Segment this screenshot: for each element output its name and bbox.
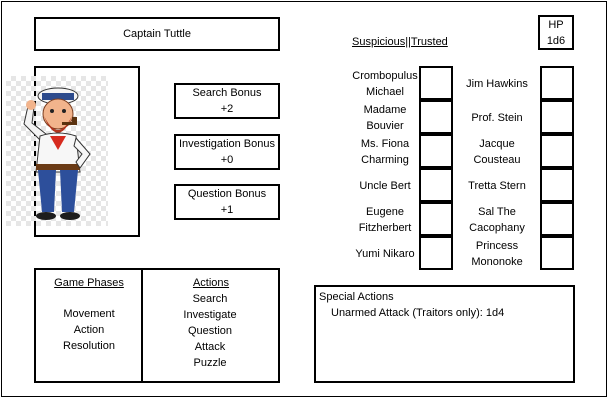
character-name: Captain Tuttle	[123, 28, 191, 40]
action-item: Attack	[194, 341, 226, 353]
question-bonus-value: +1	[220, 204, 234, 216]
trait-checkbox-uncle-bert[interactable]	[419, 168, 453, 202]
investigation-bonus-label: Investigation Bonus	[178, 138, 275, 150]
action-item: Search	[192, 293, 228, 305]
search-bonus-label: Search Bonus	[192, 87, 262, 99]
investigation-bonus-box: Investigation Bonus +0	[174, 134, 280, 170]
game-phases-title: Game Phases	[54, 277, 124, 289]
hp-label: HP	[548, 18, 564, 31]
trait-checkbox-prof-stein[interactable]	[540, 100, 574, 134]
special-actions-title: Special Actions	[319, 291, 394, 303]
phases-actions-box: Game Phases Actions Movement Action Reso…	[34, 268, 280, 383]
trait-checkbox-sal-the-cacophany[interactable]	[540, 202, 574, 236]
trait-checkbox-princess-mononoke[interactable]	[540, 236, 574, 270]
special-actions-box: Special Actions Unarmed Attack (Traitors…	[314, 285, 575, 383]
question-bonus-box: Question Bonus +1	[174, 184, 280, 220]
investigation-bonus-value: +0	[220, 154, 234, 166]
question-bonus-label: Question Bonus	[187, 188, 267, 200]
phase-item: Movement	[63, 308, 115, 320]
special-action-text: Unarmed Attack (Traitors only): 1d4	[331, 307, 505, 319]
action-item: Puzzle	[193, 357, 227, 369]
search-bonus-box: Search Bonus +2	[174, 83, 280, 119]
trait-label-uncle-bert: Uncle Bert	[359, 180, 411, 192]
action-item: Investigate	[183, 309, 237, 321]
suspicion-scale-label: Suspicious||Trusted	[352, 36, 448, 48]
actions-title: Actions	[192, 277, 230, 289]
trait-checkbox-crombopulus[interactable]	[419, 66, 453, 100]
phase-list: Movement Action Resolution	[36, 306, 142, 354]
suspicious-label: Suspicious|	[352, 36, 409, 48]
trait-checkbox-fiona-charming[interactable]	[419, 134, 453, 168]
character-name-box: Captain Tuttle	[34, 17, 280, 51]
sailor-portrait-icon	[6, 76, 108, 226]
trait-checkbox-tretta-stern[interactable]	[540, 168, 574, 202]
action-list: Search Investigate Question Attack Puzzl…	[142, 291, 278, 371]
trait-label-prof-stein: Prof. Stein	[471, 112, 523, 124]
trait-label-yumi-nikaro: Yumi Nikaro	[355, 248, 415, 260]
trait-checkbox-yumi-nikaro[interactable]	[419, 236, 453, 270]
trait-checkbox-madame-bouvier[interactable]	[419, 100, 453, 134]
trait-checkbox-eugene-fitzherbert[interactable]	[419, 202, 453, 236]
trusted-label: |Trusted	[408, 36, 448, 48]
phases-divider	[141, 270, 143, 381]
phase-item: Resolution	[63, 340, 115, 352]
trait-label-jim-hawkins: Jim Hawkins	[466, 78, 528, 90]
search-bonus-value: +2	[220, 103, 234, 115]
action-item: Question	[187, 325, 233, 337]
hp-value: 1d6	[546, 34, 566, 47]
trait-checkbox-jim-hawkins[interactable]	[540, 66, 574, 100]
trait-checkbox-jacque-cousteau[interactable]	[540, 134, 574, 168]
trait-label-tretta-stern: Tretta Stern	[468, 180, 526, 192]
hp-box: HP 1d6	[538, 15, 574, 50]
phase-item: Action	[73, 324, 105, 336]
